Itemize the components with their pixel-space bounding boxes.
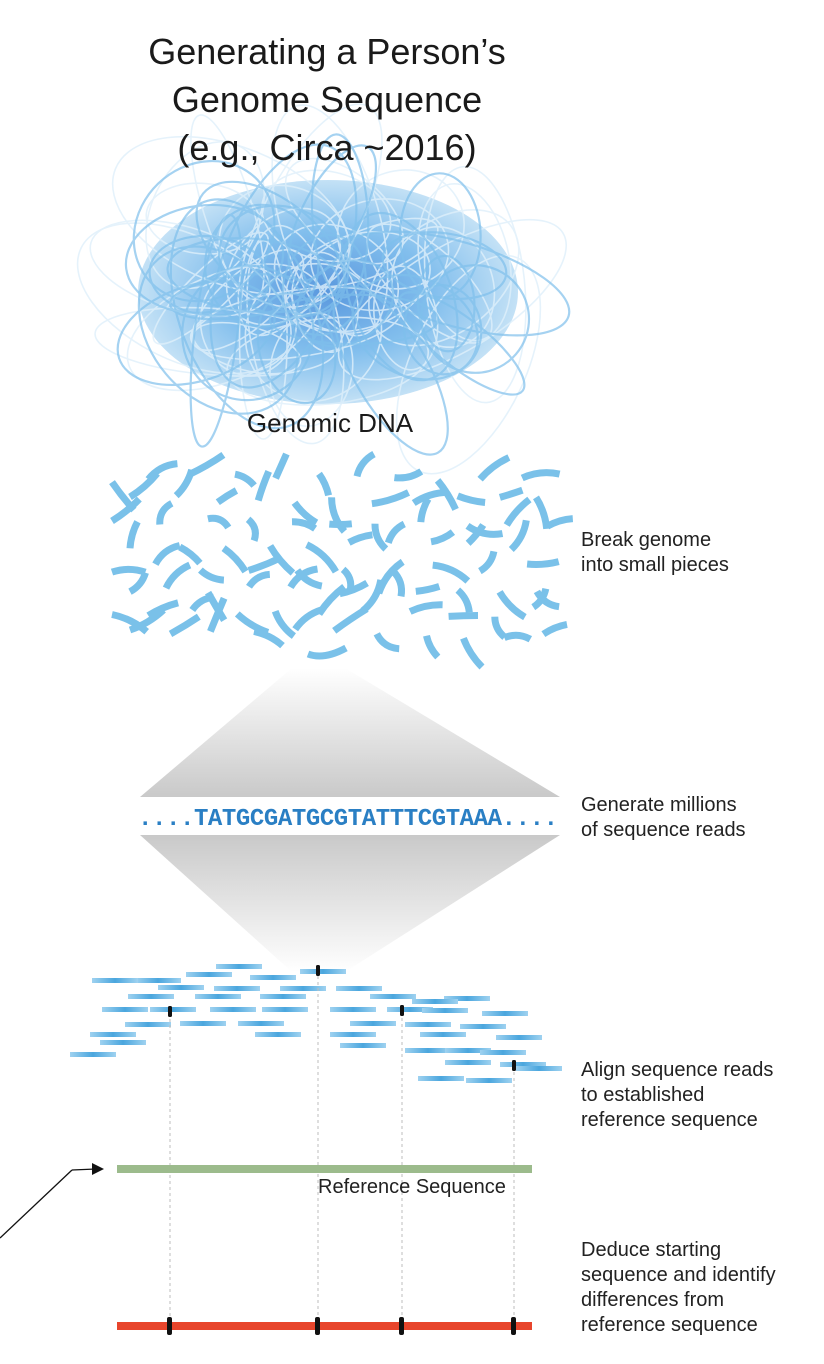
title-line-3: (e.g., Circa ~2016) bbox=[177, 127, 477, 168]
reference-sequence-bar bbox=[117, 1165, 532, 1173]
variant-markers-result bbox=[167, 1317, 516, 1335]
sequence-read-text: ....TATGCGATGCGTATTTCGTAAA.... bbox=[138, 806, 558, 833]
title-line-2: Genome Sequence bbox=[171, 79, 483, 120]
step-4-line-4: reference sequence bbox=[581, 1314, 758, 1336]
step-align-reads: Align sequence reads to established refe… bbox=[581, 1058, 773, 1133]
deduced-sequence-bar bbox=[117, 1322, 532, 1330]
step-3-line-3: reference sequence bbox=[581, 1109, 758, 1131]
dna-fragments bbox=[109, 451, 574, 670]
page-title: Generating a Person’s Genome Sequence (e… bbox=[112, 28, 542, 172]
step-4-line-2: sequence and identify bbox=[581, 1264, 776, 1286]
genomic-dna-illustration bbox=[76, 103, 571, 475]
zoom-cone-top bbox=[140, 668, 560, 797]
step-4-line-1: Deduce starting bbox=[581, 1239, 722, 1261]
step-1-line-2: into small pieces bbox=[581, 554, 729, 576]
step-generate-reads: Generate millions of sequence reads bbox=[581, 793, 746, 843]
step-3-line-2: to established bbox=[581, 1084, 705, 1106]
variant-markers-reads bbox=[168, 965, 516, 1071]
zoom-cone-bottom bbox=[140, 835, 560, 972]
step-4-line-3: differences from bbox=[581, 1289, 725, 1311]
step-1-line-1: Break genome bbox=[581, 529, 712, 551]
step-deduce-sequence: Deduce starting sequence and identify di… bbox=[581, 1238, 776, 1338]
alignment-guide-lines bbox=[169, 970, 515, 1322]
step-2-line-1: Generate millions bbox=[581, 794, 737, 816]
step-2-line-2: of sequence reads bbox=[581, 819, 746, 841]
title-line-1: Generating a Person’s bbox=[148, 31, 506, 72]
reference-sequence-label: Reference Sequence bbox=[318, 1176, 506, 1198]
step-break-genome: Break genome into small pieces bbox=[581, 528, 729, 578]
step-3-line-1: Align sequence reads bbox=[581, 1059, 774, 1081]
sequence-reads bbox=[70, 964, 562, 1083]
reference-arrow bbox=[0, 1163, 104, 1239]
genomic-dna-label: Genomic DNA bbox=[246, 408, 414, 438]
